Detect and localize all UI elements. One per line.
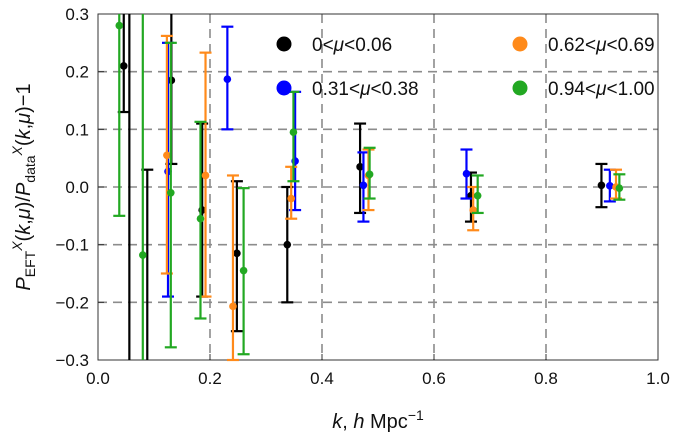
legend-marker — [512, 80, 528, 96]
data-point — [167, 188, 175, 197]
y-tick-label: −0.2 — [55, 293, 89, 312]
y-axis-title: PEFTX(k,μ)/PdataX(k,μ)−1 — [9, 83, 38, 290]
data-point — [597, 181, 606, 190]
data-point — [283, 240, 292, 249]
legend-item-3: 0.94<μ<1.00 — [512, 79, 655, 100]
y-axis-ticks: −0.3 −0.2 −0.1 0.0 0.1 0.2 0.3 — [55, 5, 104, 370]
data-point — [289, 128, 298, 137]
data-point — [473, 191, 482, 200]
data-point — [615, 184, 624, 192]
series-0 — [117, 14, 608, 360]
x-axis-ticks: 0.0 0.2 0.4 0.6 0.8 1.0 — [86, 354, 670, 388]
series-3 — [113, 14, 626, 360]
data-point — [239, 266, 248, 275]
data-point — [119, 62, 128, 70]
data-point — [359, 181, 368, 190]
gridlines — [98, 14, 658, 360]
legend-marker — [276, 36, 292, 52]
x-tick-label: 0.2 — [198, 369, 222, 388]
x-axis-title: k, h Mpc−1 — [332, 407, 424, 433]
y-tick-label: −0.1 — [55, 236, 89, 255]
series-1 — [162, 25, 616, 298]
data-point — [356, 163, 364, 171]
y-tick-label: −0.3 — [55, 351, 89, 370]
x-tick-label: 0.4 — [310, 369, 334, 388]
data-point — [233, 249, 241, 258]
legend-item-1: 0.31<μ<0.38 — [276, 79, 419, 100]
x-tick-label: 0.6 — [422, 369, 446, 388]
data-point — [365, 170, 374, 179]
legend-item-0: 0<μ<0.06 — [276, 35, 392, 56]
legend-marker — [512, 36, 528, 52]
legend-label: 0.31<μ<0.38 — [312, 79, 419, 100]
data-point — [223, 75, 232, 83]
data-point — [163, 151, 171, 160]
series-2 — [160, 34, 622, 362]
legend: 0<μ<0.06 0.31<μ<0.38 0.62<μ<0.69 0.94<μ<1.0… — [276, 35, 655, 100]
legend-item-2: 0.62<μ<0.69 — [512, 35, 655, 56]
data-point — [462, 169, 471, 178]
y-tick-label: 0.2 — [65, 63, 89, 82]
data-point — [606, 182, 614, 190]
data-point — [139, 251, 147, 259]
legend-label: 0.62<μ<0.69 — [548, 35, 655, 56]
data-point — [201, 171, 210, 180]
y-tick-label: 0.0 — [65, 178, 89, 197]
legend-label: 0<μ<0.06 — [312, 35, 392, 56]
x-tick-label: 1.0 — [646, 369, 670, 388]
data-point — [287, 194, 296, 203]
error-bar — [113, 14, 126, 217]
x-tick-label: 0.0 — [86, 369, 110, 388]
error-bar — [285, 165, 298, 220]
error-bar — [362, 148, 375, 212]
legend-label: 0.94<μ<1.00 — [548, 79, 655, 100]
error-bar — [226, 174, 239, 362]
legend-marker — [276, 80, 292, 96]
x-tick-label: 0.8 — [534, 369, 558, 388]
data-point — [229, 302, 237, 311]
y-tick-label: 0.3 — [65, 5, 89, 24]
y-tick-label: 0.1 — [65, 120, 89, 139]
data-series — [113, 14, 626, 362]
data-point — [196, 214, 205, 223]
data-point — [115, 21, 124, 30]
